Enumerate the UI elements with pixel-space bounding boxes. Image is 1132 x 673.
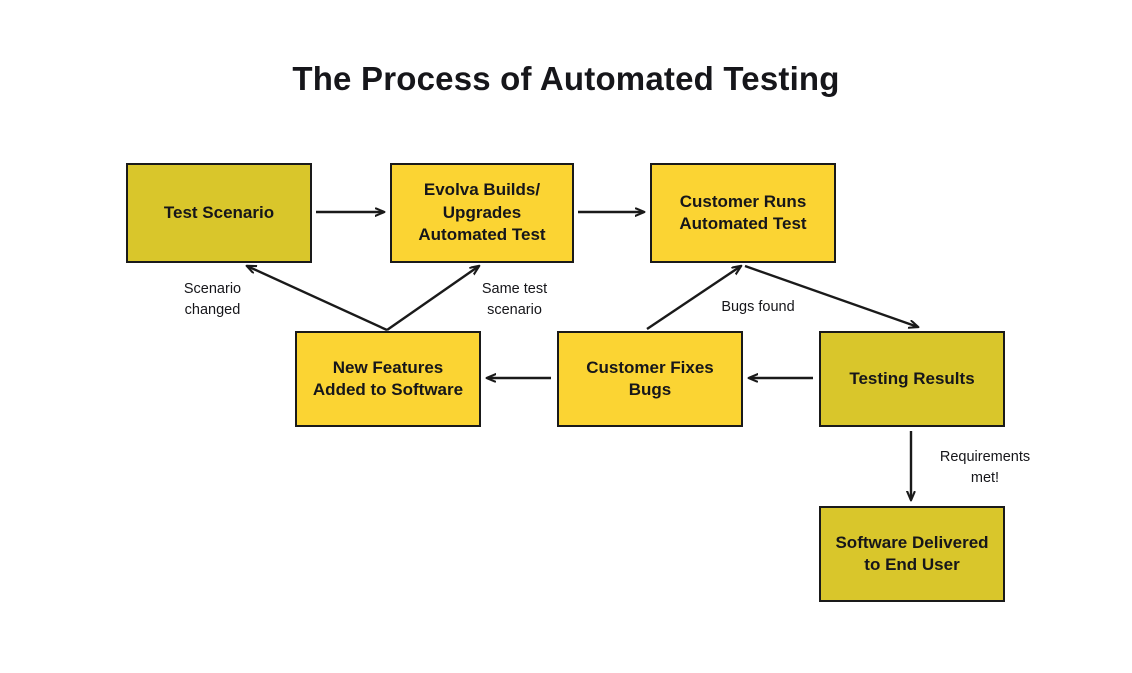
node-label: Customer Runs Automated Test bbox=[679, 191, 807, 233]
page-title: The Process of Automated Testing bbox=[292, 60, 840, 97]
arrow-new-features-to-test-scenario bbox=[247, 266, 388, 332]
node-label: Software Delivered to End User bbox=[835, 532, 989, 574]
node-label: Evolva Builds/ Upgrades Automated Test bbox=[418, 180, 546, 245]
node-label: Customer Fixes Bugs bbox=[586, 357, 714, 399]
node-label: New Features Added to Software bbox=[312, 357, 464, 399]
node-software-delivered[interactable]: Software Delivered to End User bbox=[819, 506, 1005, 602]
node-new-features[interactable]: New Features Added to Software bbox=[295, 331, 481, 427]
node-customer-fixes-bugs[interactable]: Customer Fixes Bugs bbox=[557, 331, 743, 427]
edge-label-bugs-found: Bugs found bbox=[721, 299, 795, 315]
node-customer-runs[interactable]: Customer Runs Automated Test bbox=[650, 163, 836, 263]
node-testing-results[interactable]: Testing Results bbox=[819, 331, 1005, 427]
node-test-scenario[interactable]: Test Scenario bbox=[126, 163, 312, 263]
node-label: Testing Results bbox=[849, 368, 975, 388]
edge-label-requirements-met: Requirements met! bbox=[939, 449, 1031, 486]
node-evolva-builds[interactable]: Evolva Builds/ Upgrades Automated Test bbox=[390, 163, 574, 263]
edge-label-scenario-changed: Scenario changed bbox=[183, 281, 242, 318]
node-label: Test Scenario bbox=[163, 202, 275, 222]
edge-label-same-test-scenario: Same test scenario bbox=[481, 281, 548, 318]
